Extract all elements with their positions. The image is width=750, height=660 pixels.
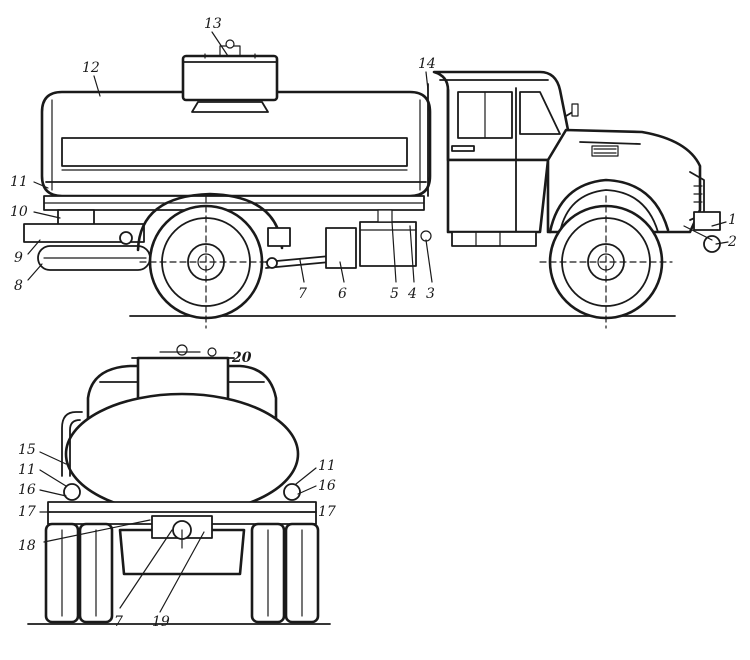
rear-leaders	[39, 451, 317, 613]
cab	[432, 70, 579, 247]
label-11-rear-right: 11	[318, 458, 336, 474]
label-5: 5	[390, 286, 399, 302]
rear-view: 20 15 11 16 17 18 7 19 11 16 17	[18, 344, 336, 630]
side-leaders	[27, 31, 729, 283]
label-13: 13	[204, 16, 222, 32]
tank-subframe	[23, 195, 425, 271]
label-12: 12	[82, 60, 100, 76]
label-9: 9	[14, 250, 23, 266]
side-view: 1 2 3 4 5 6 7 8 9 10 11 12 13 14	[10, 16, 737, 329]
label-16-rear-left: 16	[18, 482, 36, 498]
chassis-equipment	[265, 209, 432, 269]
label-16-rear-right: 16	[318, 478, 336, 494]
label-15: 15	[18, 442, 36, 458]
tank-dome	[181, 39, 279, 113]
label-19: 19	[152, 614, 170, 630]
label-3: 3	[426, 286, 435, 302]
label-10: 10	[10, 204, 28, 220]
label-14: 14	[418, 56, 436, 72]
label-20: 20	[231, 350, 252, 366]
label-11: 11	[10, 174, 28, 190]
label-6: 6	[338, 286, 347, 302]
label-11-rear-left: 11	[18, 462, 36, 478]
label-7-rear: 7	[114, 614, 123, 630]
label-8: 8	[14, 278, 23, 294]
label-2: 2	[727, 234, 737, 250]
rear-wheel	[136, 192, 284, 329]
label-17-rear-right: 17	[318, 504, 336, 520]
label-7: 7	[298, 286, 307, 302]
label-17-rear-left: 17	[18, 504, 36, 520]
front-wheel	[539, 195, 673, 329]
label-18: 18	[18, 538, 36, 554]
label-4: 4	[407, 286, 417, 302]
label-1: 1	[728, 212, 737, 228]
